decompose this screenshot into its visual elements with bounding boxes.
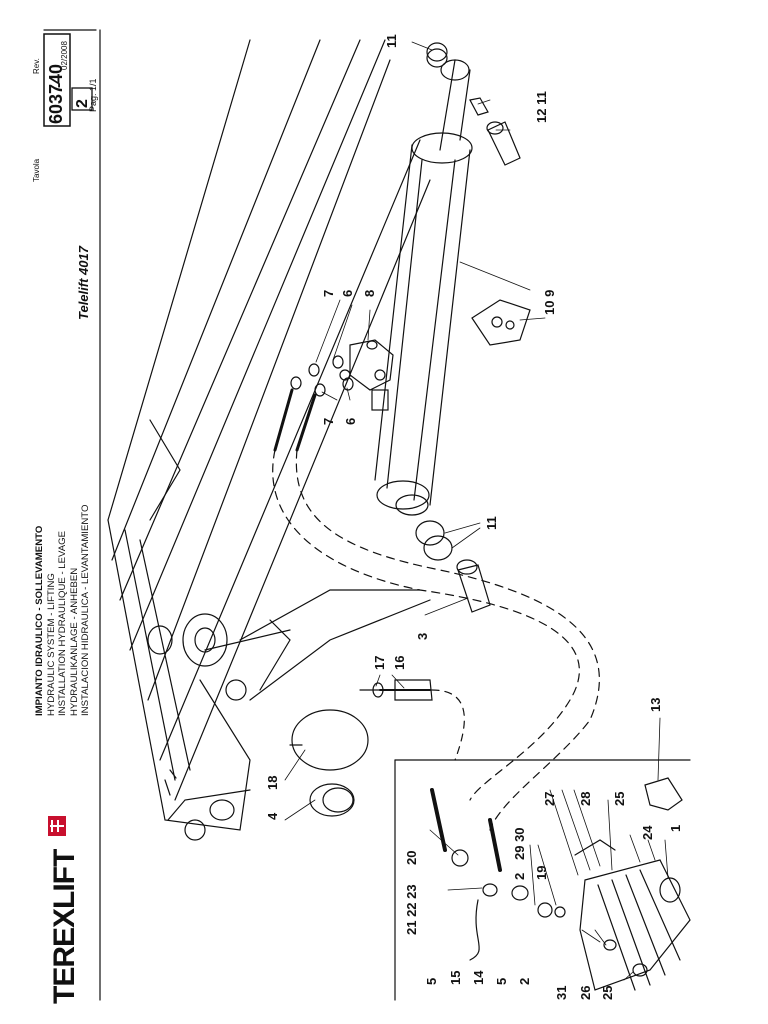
callout-5a: 5 xyxy=(424,978,439,985)
model-name: Telelift 4017 xyxy=(76,246,91,320)
revision-date: 02/2008 xyxy=(60,41,69,70)
callout-27: 27 xyxy=(542,792,557,806)
callout-24: 24 xyxy=(640,825,655,840)
callout-17: 17 xyxy=(372,656,387,670)
telescopic-boom xyxy=(107,39,431,841)
callout-11-top: 11 xyxy=(384,34,399,48)
callout-4: 4 xyxy=(265,812,280,820)
leader-lines xyxy=(284,41,669,981)
title-line-2: HYDRAULIC SYSTEM - LIFTING xyxy=(45,573,57,716)
callout-5b: 5 xyxy=(494,978,509,985)
callout-26: 26 xyxy=(578,986,593,1000)
pins-bushings-top xyxy=(426,42,521,166)
callout-25a: 25 xyxy=(612,792,627,806)
callout-15: 15 xyxy=(448,971,463,985)
inset-hoses xyxy=(430,788,566,961)
callout-13: 13 xyxy=(648,698,663,712)
callout-2a: 2 xyxy=(512,873,527,880)
fittings-and-hoses xyxy=(272,355,600,831)
terexlift-logo xyxy=(48,816,66,836)
callout-20: 20 xyxy=(404,851,419,865)
control-valve-bank xyxy=(574,839,691,991)
lift-cylinder xyxy=(371,59,473,516)
brand-name: TEREXLIFT xyxy=(48,849,81,1004)
callout-1: 1 xyxy=(668,825,683,832)
tavola-label: Tavola xyxy=(32,158,41,182)
page-number: Pag. 1/1 xyxy=(88,78,98,112)
accumulator xyxy=(289,709,369,817)
callout-21-22-23: 21 22 23 xyxy=(404,884,419,935)
callout-28: 28 xyxy=(578,792,593,806)
callout-25b: 25 xyxy=(600,986,615,1000)
title-block-lines: IMPIANTO IDRAULICO - SOLLEVAMENTO HYDRAU… xyxy=(34,505,92,716)
pins-bushings-bottom xyxy=(415,520,491,613)
inset-valve-detail xyxy=(394,759,691,1001)
callout-3: 3 xyxy=(415,633,430,640)
callout-12-11: 12 11 xyxy=(534,91,549,123)
callout-11-mid: 11 xyxy=(484,516,499,530)
mounting-bracket xyxy=(644,777,683,811)
callout-29-30: 29 30 xyxy=(512,827,527,860)
seal-kit xyxy=(471,299,531,346)
callout-7a: 7 xyxy=(321,290,336,297)
callout-7b: 7 xyxy=(321,418,336,425)
drawing-number: 603740 xyxy=(46,63,66,124)
title-line-5: INSTALACION HIDRAULICA - LEVANTAMIENTO xyxy=(80,504,92,716)
title-line-1: IMPIANTO IDRAULICO - SOLLEVAMENTO xyxy=(34,525,45,716)
callout-labels: 11 12 11 7 6 8 10 9 7 6 11 3 17 16 18 4 … xyxy=(265,34,683,1000)
callout-14: 14 xyxy=(471,970,486,985)
callout-10-9: 10 9 xyxy=(542,290,557,315)
title-line-3: INSTALLATION HYDRAULIQUE - LEVAGE xyxy=(57,531,69,716)
callout-16: 16 xyxy=(392,656,407,670)
callout-2b: 2 xyxy=(517,978,532,985)
title-block-frame xyxy=(43,29,101,1001)
callout-8: 8 xyxy=(362,290,377,297)
callout-19: 19 xyxy=(534,866,549,880)
rev-label: Rev. xyxy=(32,58,41,74)
title-line-4: HYDRAULIKANLAGE - ANHEBEN xyxy=(68,567,80,716)
callout-31: 31 xyxy=(554,986,569,1000)
callout-6b: 6 xyxy=(343,418,358,425)
valve-block xyxy=(339,339,394,391)
callout-18: 18 xyxy=(265,776,280,790)
callout-6a: 6 xyxy=(340,290,355,297)
dash-separator: - xyxy=(50,82,67,88)
